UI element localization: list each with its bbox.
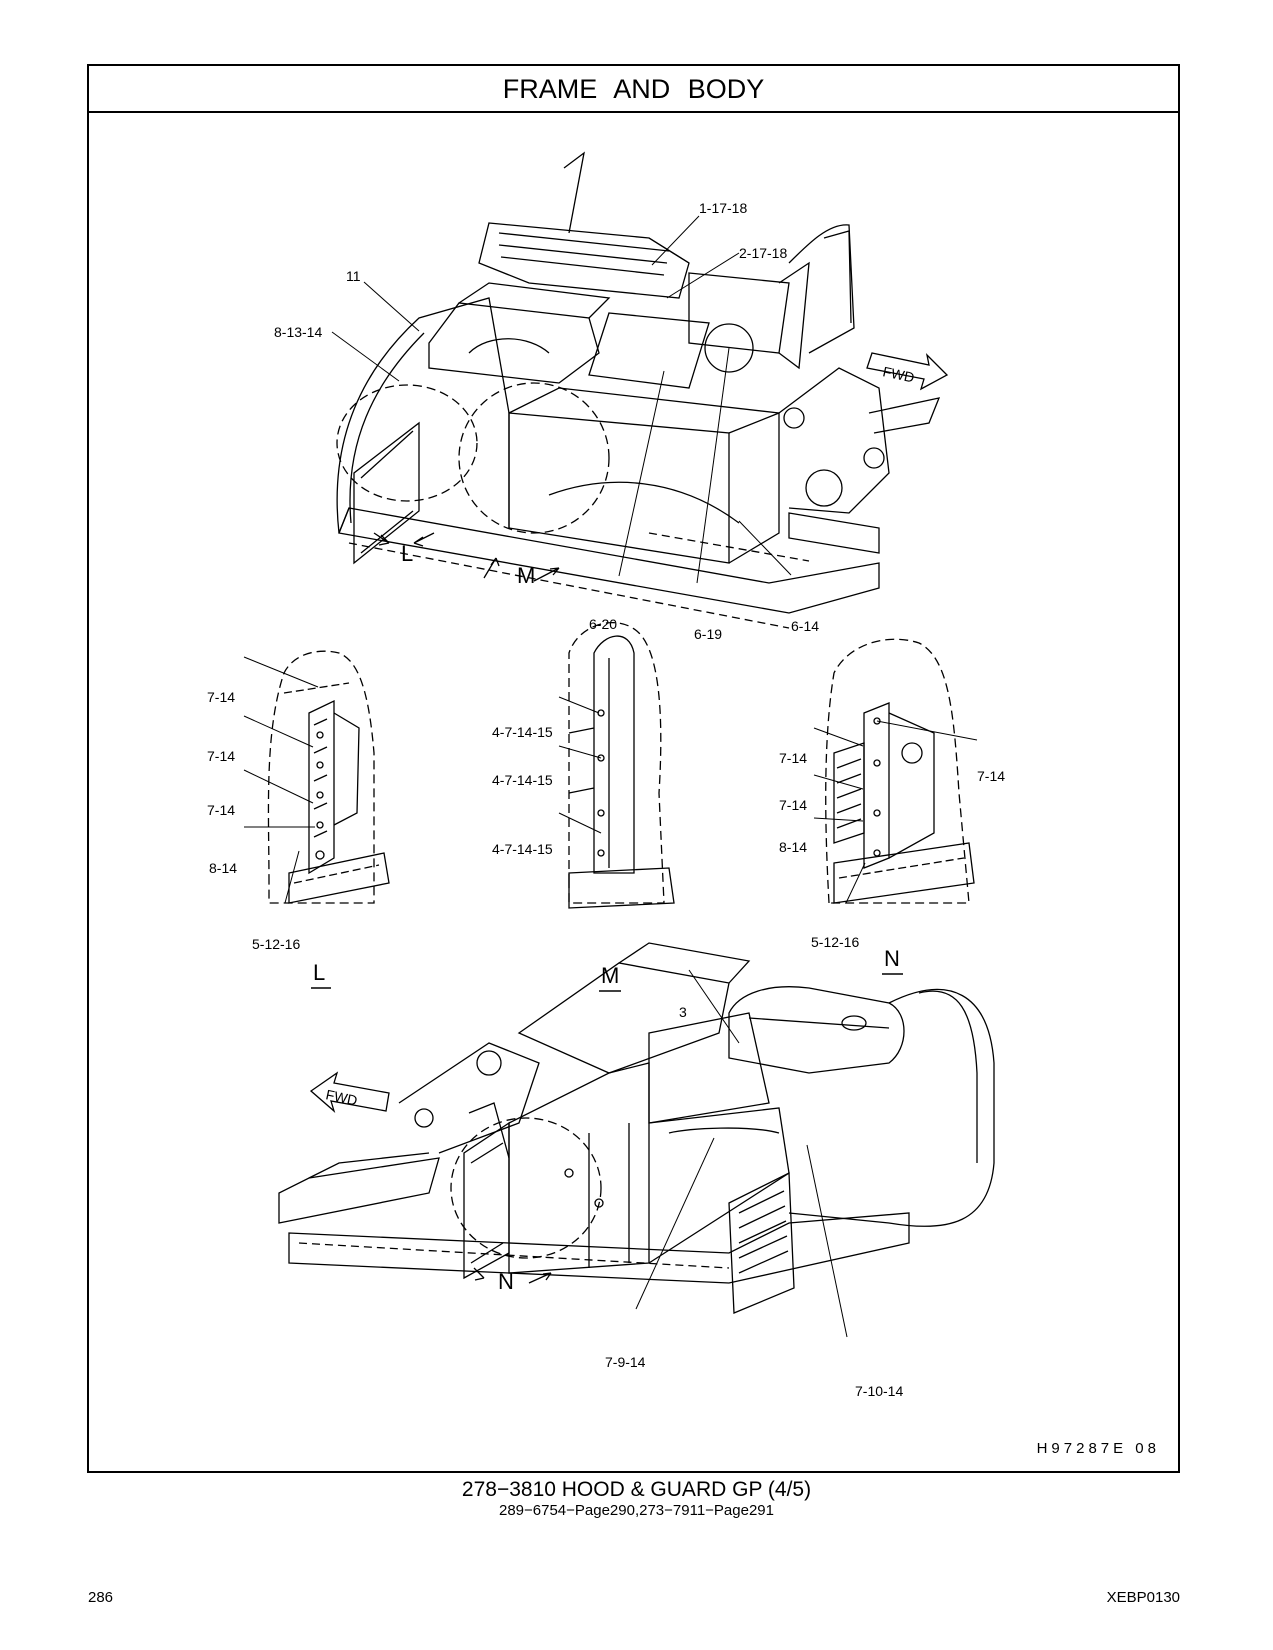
callout-4-7-14-15-b: 4-7-14-15 [492, 772, 553, 788]
callout-11: 11 [346, 268, 361, 284]
page-title: FRAME AND BODY [89, 66, 1178, 113]
view-m-drawing [568, 621, 675, 909]
group-caption: 278−3810 HOOD & GUARD GP (4/5) [461, 1478, 812, 1501]
callout-7-14-n1: 7-14 [779, 750, 807, 766]
view-title-l: L [313, 960, 325, 985]
fwd-label-top: FWD [881, 363, 916, 385]
callout-7-14-l1: 7-14 [207, 689, 235, 705]
callout-7-14-n3: 7-14 [779, 797, 807, 813]
view-title-m: M [601, 963, 619, 988]
illustration-reference-code: H97287E 08 [1036, 1440, 1160, 1457]
callout-6-20: 6-20 [589, 616, 617, 632]
parts-drawing: 1-17-18 2-17-18 11 8-13-14 6-20 6-19 6-1… [207, 151, 1005, 1399]
figure-frame: FRAME AND BODY [87, 64, 1180, 1473]
callout-5-12-16-n: 5-12-16 [811, 934, 859, 950]
view-marker-l: L [401, 541, 413, 566]
callout-2-17-18: 2-17-18 [739, 245, 787, 261]
callout-1-17-18: 1-17-18 [699, 200, 747, 216]
exploded-parts-illustration: 1-17-18 2-17-18 11 8-13-14 6-20 6-19 6-1… [89, 113, 1178, 1471]
top-assembly-drawing [336, 151, 949, 629]
page-number: 286 [88, 1589, 114, 1606]
view-n-leaders [813, 720, 978, 904]
bottom-assembly-drawing [278, 942, 995, 1314]
fwd-label-bottom: FWD [324, 1086, 359, 1108]
bottom-leader-lines [635, 969, 848, 1338]
callout-8-13-14: 8-13-14 [274, 324, 322, 340]
callout-7-14-n2: 7-14 [977, 768, 1005, 784]
view-m-leaders [558, 696, 602, 834]
document-code: XEBP0130 [1106, 1589, 1180, 1606]
group-page-references: 289−6754−Page290,273−7911−Page291 [498, 1502, 774, 1519]
top-leader-lines [331, 215, 792, 584]
callout-6-19: 6-19 [694, 626, 722, 642]
view-marker-m: M [517, 563, 535, 588]
callout-7-10-14: 7-10-14 [855, 1383, 903, 1399]
view-n-drawing [825, 638, 975, 904]
callout-7-14-l3: 7-14 [207, 802, 235, 818]
view-l-leaders [243, 656, 319, 904]
callout-7-14-l2: 7-14 [207, 748, 235, 764]
view-l-drawing [267, 650, 390, 904]
callout-5-12-16-l: 5-12-16 [252, 936, 300, 952]
callout-7-9-14: 7-9-14 [605, 1354, 646, 1370]
callout-4-7-14-15-c: 4-7-14-15 [492, 841, 553, 857]
callout-4-7-14-15-a: 4-7-14-15 [492, 724, 553, 740]
callout-8-14-n: 8-14 [779, 839, 807, 855]
view-marker-n: N [498, 1269, 514, 1294]
callout-3: 3 [679, 1004, 687, 1020]
view-title-n: N [884, 946, 900, 971]
callout-8-14-l: 8-14 [209, 860, 237, 876]
callout-6-14: 6-14 [791, 618, 819, 634]
